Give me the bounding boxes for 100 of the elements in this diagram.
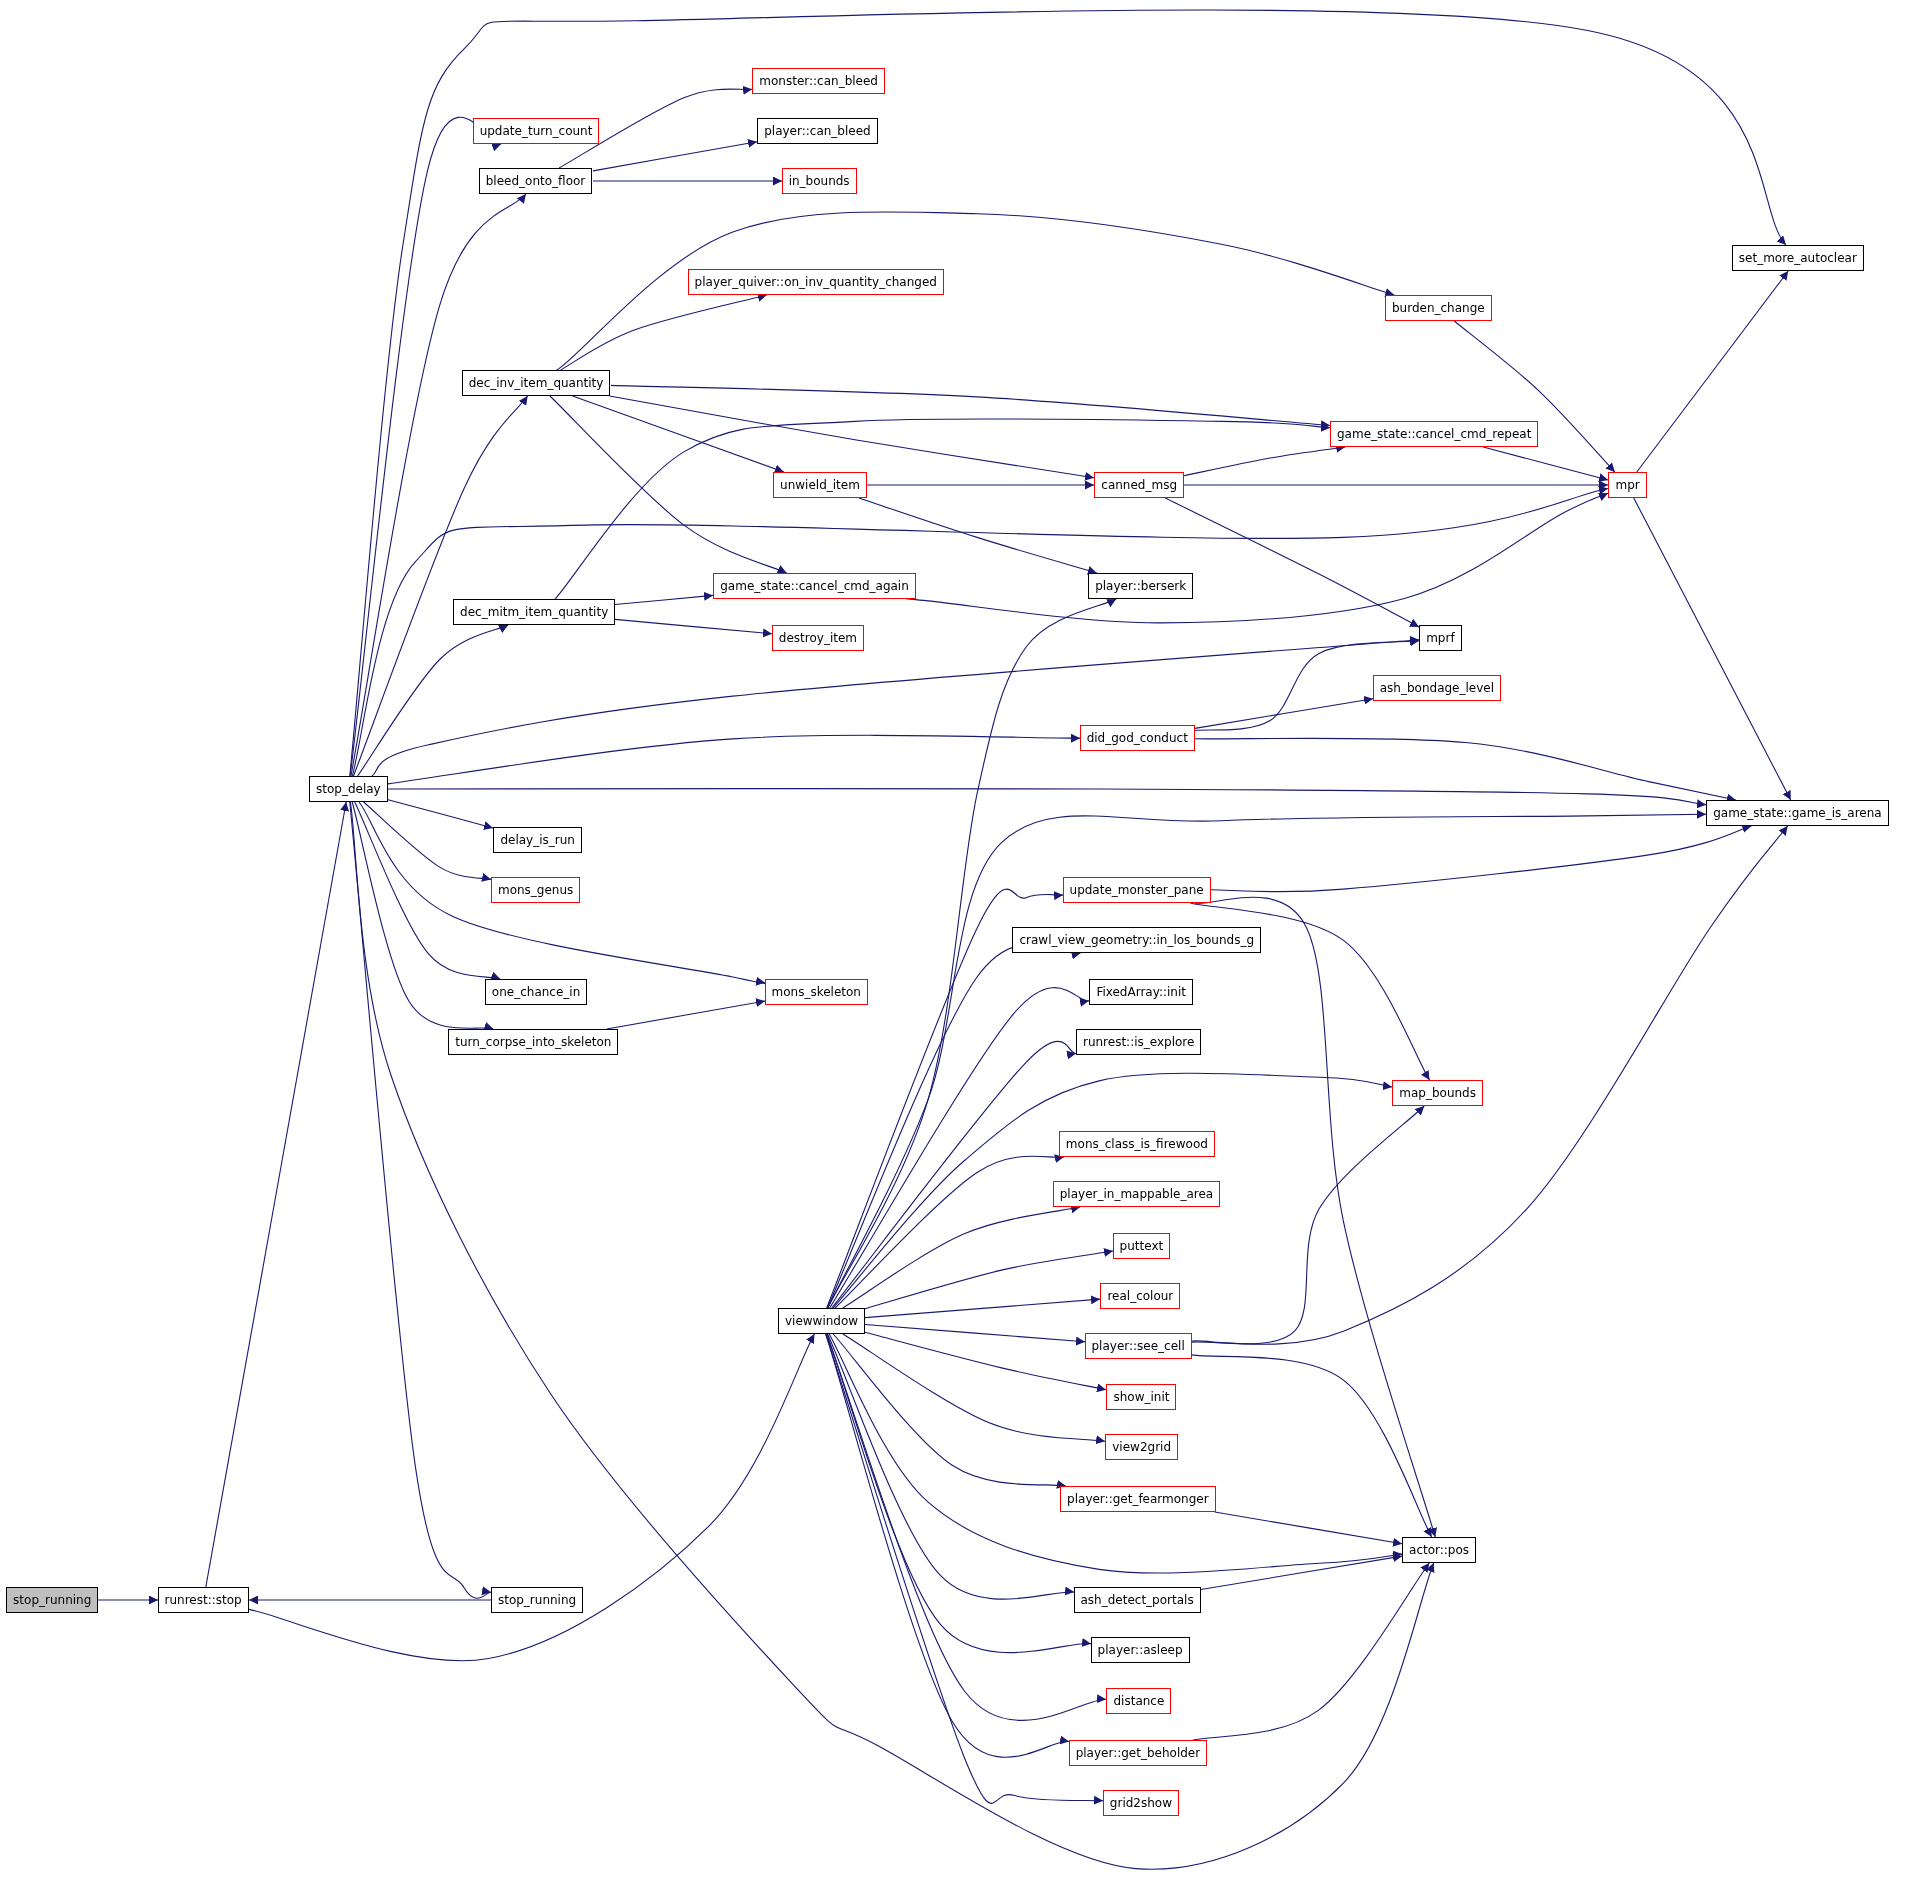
arrow: [205, 801, 349, 1588]
arrow: [827, 809, 1707, 1309]
function-box: grid2show: [1102, 1789, 1179, 1816]
function-box: map_bounds: [1392, 1080, 1483, 1107]
function-box: dec_inv_item_quantity: [461, 370, 611, 397]
arrow: [363, 801, 492, 883]
function-box: turn_corpse_into_skeleton: [448, 1028, 619, 1055]
arrow: [1633, 497, 1792, 801]
arrow: [834, 1153, 1065, 1309]
arrow: [1164, 497, 1420, 628]
arrow: [352, 395, 529, 777]
arrow: [614, 618, 773, 638]
function-box: bleed_onto_floor: [478, 167, 593, 194]
arrow: [864, 1323, 1086, 1346]
arrow: [387, 799, 494, 830]
arrow: [351, 486, 1609, 777]
arrow: [358, 801, 767, 987]
arrow: [1453, 320, 1616, 473]
arrow: [842, 1333, 1106, 1445]
arrow: [1191, 825, 1789, 1345]
function-box: player::can_bleed: [757, 117, 878, 144]
arrow: [1636, 270, 1789, 473]
arrow: [371, 635, 1420, 777]
function-box: player::asleep: [1090, 1636, 1190, 1663]
function-box: view2grid: [1105, 1434, 1179, 1461]
arrow: [1194, 695, 1374, 729]
arrow: [387, 733, 1081, 785]
function-box: actor::pos: [1402, 1536, 1477, 1563]
arrow: [864, 1248, 1114, 1310]
function-box: viewwindow: [777, 1308, 866, 1335]
arrow: [614, 591, 714, 606]
function-box: did_god_conduct: [1079, 724, 1195, 751]
arrow: [248, 1595, 492, 1605]
arrow: [349, 801, 492, 1599]
arrow: [349, 9, 1787, 777]
function-box: puttext: [1112, 1232, 1171, 1259]
arrow: [825, 1333, 1104, 1805]
arrow: [1214, 1511, 1403, 1547]
arrow: [866, 480, 1095, 490]
function-box: mpr: [1608, 471, 1647, 498]
function-box: one_chance_in: [484, 978, 588, 1005]
arrow: [864, 1331, 1107, 1393]
function-box: real_colour: [1100, 1282, 1181, 1309]
arrow: [829, 987, 1090, 1309]
function-box: crawl_view_geometry::in_los_bounds_g: [1012, 927, 1261, 954]
function-box: runrest::is_explore: [1075, 1028, 1202, 1055]
function-box: stop_running: [490, 1586, 584, 1613]
function-box: stop_running: [6, 1586, 99, 1613]
function-box: game_state::cancel_cmd_repeat: [1330, 420, 1539, 447]
arrow: [858, 497, 1098, 575]
function-box: in_bounds: [781, 167, 857, 194]
arrow: [549, 395, 788, 574]
arrow: [592, 176, 783, 186]
arrow: [248, 1333, 815, 1662]
function-box: show_init: [1106, 1384, 1177, 1411]
function-box: stop_delay: [309, 775, 388, 802]
arrow: [826, 888, 1064, 1309]
arrow: [357, 624, 509, 777]
arrow: [350, 193, 527, 777]
arrow: [832, 1072, 1393, 1309]
arrow: [832, 1333, 1067, 1490]
arrow: [349, 116, 502, 777]
function-box: FixedArray::init: [1089, 978, 1193, 1005]
function-box: delay_is_run: [493, 827, 582, 854]
function-box: mprf: [1419, 624, 1462, 651]
arrow: [828, 1333, 1403, 1574]
arrow: [1191, 1354, 1433, 1538]
arrow: [558, 85, 753, 169]
function-box: player::berserk: [1088, 573, 1194, 600]
arrow: [387, 788, 1707, 809]
function-box: runrest::stop: [157, 1586, 249, 1613]
arrow: [831, 1040, 1077, 1309]
function-box: destroy_item: [771, 624, 865, 651]
arrow: [1482, 446, 1609, 483]
function-box: player_in_mappable_area: [1052, 1181, 1221, 1208]
function-box: distance: [1106, 1688, 1172, 1715]
function-box: dec_mitm_item_quantity: [453, 598, 616, 625]
arrow: [1210, 824, 1752, 893]
function-box: set_more_autoclear: [1731, 244, 1864, 271]
arrow: [592, 138, 758, 172]
function-box: game_state::cancel_cmd_again: [713, 573, 916, 600]
arrow: [1183, 480, 1609, 490]
function-box: mons_class_is_firewood: [1058, 1131, 1215, 1158]
arrow: [1200, 1553, 1403, 1590]
function-box: canned_msg: [1094, 471, 1184, 498]
arrow: [1189, 902, 1431, 1081]
function-box: player_quiver::on_inv_quantity_changed: [687, 269, 944, 296]
function-box: game_state::game_is_arena: [1706, 800, 1889, 827]
function-box: ash_bondage_level: [1372, 674, 1501, 701]
function-box: monster::can_bleed: [752, 67, 885, 94]
arrow: [864, 1295, 1101, 1319]
function-box: player::see_cell: [1084, 1332, 1192, 1359]
arrow: [1191, 1105, 1425, 1345]
arrow: [609, 395, 1095, 481]
arrow: [349, 801, 1435, 1870]
function-box: ash_detect_portals: [1073, 1586, 1201, 1613]
function-box: mons_genus: [490, 877, 581, 904]
function-box: burden_change: [1384, 294, 1492, 321]
arrow: [606, 998, 766, 1030]
arrow: [826, 1333, 1107, 1721]
